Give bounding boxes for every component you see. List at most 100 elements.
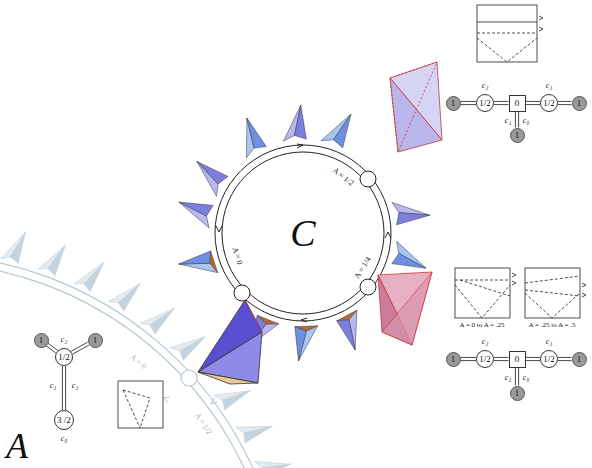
- node-value: 1: [515, 389, 520, 398]
- node-value: 1/2: [479, 355, 491, 364]
- node-value: 1: [39, 336, 44, 345]
- arc-fin: [262, 464, 291, 468]
- double-bond: [71, 342, 89, 354]
- arrow-mark: [211, 398, 217, 404]
- edge-coefficient: A = 0 to A = .25: [459, 322, 504, 329]
- circle-node: 1/2: [476, 94, 494, 112]
- arrow-mark: [385, 232, 391, 238]
- double-bond: [461, 357, 477, 360]
- fold-box: [118, 381, 163, 428]
- node-value: 1/2: [543, 355, 555, 364]
- arc-fin: [223, 391, 251, 410]
- tetrahedron: [390, 62, 442, 152]
- circle-node: 1: [572, 352, 587, 367]
- arc-fin: [244, 426, 272, 443]
- edge-coefficient: A = .25 to A = .5: [529, 322, 576, 329]
- node-value: 1: [93, 336, 98, 345]
- arrow-mark: [301, 318, 307, 322]
- circle-node: 1: [446, 96, 461, 111]
- edge-coefficient: c₁: [505, 374, 511, 382]
- edge-coefficient: c₂: [61, 336, 67, 344]
- circle-node: 1: [88, 333, 103, 348]
- fold-box: [525, 268, 586, 318]
- node-value: 1: [577, 99, 582, 108]
- ring-junction: [234, 285, 250, 301]
- edge-coefficient: c₀: [61, 435, 67, 443]
- node-value: 1/2: [479, 99, 491, 108]
- edge-coefficient: c₃: [72, 382, 78, 390]
- ring-fin: [210, 251, 218, 273]
- circle-node: 1: [446, 352, 461, 367]
- arc-fin: [180, 337, 205, 361]
- edge-coefficient: c₃: [546, 338, 552, 346]
- node-value: 1/2: [58, 353, 70, 362]
- arc-fin: [150, 309, 174, 335]
- arc-label: A = 0: [128, 353, 148, 372]
- region-letter: C: [290, 214, 315, 252]
- square-node: 0: [509, 95, 526, 112]
- double-bond: [515, 112, 518, 128]
- arrow-mark: [216, 226, 222, 232]
- arc-fin: [118, 284, 140, 312]
- tetrahedron: [198, 300, 262, 384]
- double-bond: [515, 368, 518, 386]
- ring-fin: [392, 202, 430, 215]
- ring-fin: [295, 326, 318, 331]
- node-value: 1: [515, 131, 520, 140]
- circle-node: 1: [510, 128, 525, 143]
- double-bond: [494, 101, 509, 104]
- double-bond: [558, 357, 572, 360]
- node-value: 1: [451, 99, 456, 108]
- edge-coefficient: c₂: [482, 82, 488, 90]
- ring: [215, 145, 391, 321]
- ring-fin: [333, 114, 351, 148]
- ring-junction: [360, 279, 376, 295]
- double-bond: [526, 101, 541, 104]
- tetrahedron: [378, 272, 432, 345]
- edge-coefficient: c₁: [505, 117, 511, 125]
- circle-node: 1: [510, 386, 525, 401]
- arc-label: A = 1/2: [192, 411, 213, 437]
- arc-fin: [11, 232, 26, 263]
- region-letter: A: [6, 428, 28, 464]
- double-bond: [526, 357, 541, 360]
- ring: [222, 152, 384, 314]
- double-bond: [62, 366, 65, 410]
- edge-coefficient: c₂: [482, 338, 488, 346]
- ring-fin: [337, 320, 355, 350]
- double-bond: [494, 357, 509, 360]
- ring-junction: [360, 171, 376, 187]
- ring-fin: [197, 161, 228, 184]
- edge-coefficient: c₀: [523, 374, 529, 382]
- arrow-mark: [297, 144, 303, 148]
- ring-fin: [295, 327, 307, 361]
- arrow-mark: [163, 397, 170, 402]
- square-node: 0: [509, 351, 526, 368]
- edge-coefficient: c₃: [546, 82, 552, 90]
- arc-fin: [48, 245, 66, 275]
- arc-junction: [181, 370, 197, 386]
- circle-node: 1/2: [55, 348, 73, 366]
- ring-fin: [397, 213, 430, 225]
- node-value: 0: [515, 99, 520, 108]
- circle-node: 1/2: [540, 94, 558, 112]
- node-value: 1: [451, 355, 456, 364]
- edge-coefficient: c₀: [523, 117, 529, 125]
- circle-node: 1: [572, 96, 587, 111]
- ring-fin: [179, 251, 211, 264]
- circle-node: 3 /2: [54, 410, 74, 430]
- edge-coefficient: c₁: [50, 382, 56, 390]
- node-value: 1: [577, 355, 582, 364]
- double-bond: [558, 101, 572, 104]
- circle-node: 1/2: [540, 350, 558, 368]
- fold-box: [477, 5, 543, 62]
- fold-box: [455, 268, 516, 318]
- arc-fin: [84, 263, 104, 292]
- circle-node: 1/2: [476, 350, 494, 368]
- ring-fin: [247, 118, 266, 148]
- node-value: 1/2: [543, 99, 555, 108]
- double-bond: [461, 101, 477, 104]
- node-value: 3 /2: [57, 416, 71, 425]
- ring-fin: [179, 202, 213, 216]
